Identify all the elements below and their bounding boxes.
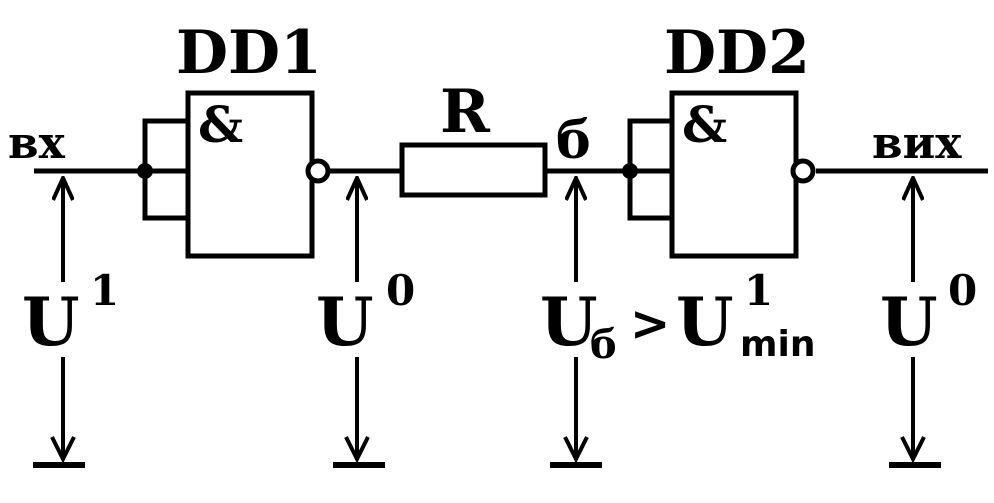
gate-dd2-label: DD2 bbox=[664, 18, 810, 88]
arrowhead-u-out-down bbox=[900, 436, 926, 464]
u-mid-sup: 0 bbox=[386, 266, 415, 315]
arrowhead-u-in-down bbox=[50, 436, 76, 464]
u-out-base: U bbox=[880, 283, 938, 361]
arrowhead-u-mid-down bbox=[344, 436, 370, 464]
u-in-sup: 1 bbox=[90, 266, 119, 315]
u-mid-base: U bbox=[316, 283, 374, 361]
u-min-base: U bbox=[676, 283, 734, 361]
u-out-label: U 0 bbox=[880, 266, 977, 361]
measurement-arrows bbox=[63, 178, 913, 282]
u-min-sub: min bbox=[740, 324, 815, 365]
dd2-inverter-bubble bbox=[790, 158, 816, 184]
u-in-base: U bbox=[22, 283, 80, 361]
resistor-label: R bbox=[440, 77, 491, 147]
u-compare-sign: > bbox=[630, 296, 670, 352]
u-b-label: U б > U 1 min bbox=[540, 266, 815, 368]
u-min-sup: 1 bbox=[744, 266, 773, 315]
dd1-junction-dot bbox=[137, 163, 153, 179]
arrowhead-u-b-down bbox=[563, 436, 589, 464]
dd2-junction-dot bbox=[622, 163, 638, 179]
u-b-base: U bbox=[540, 283, 598, 361]
ground-arrows bbox=[50, 357, 926, 464]
gate-dd1 bbox=[185, 90, 315, 259]
input-label: вх bbox=[8, 118, 66, 169]
dd1-inverter-bubble bbox=[305, 158, 331, 184]
u-b-sub: б bbox=[590, 321, 617, 368]
u-out-sup: 0 bbox=[948, 266, 977, 315]
gate-dd2-and-symbol: & bbox=[682, 95, 727, 154]
u-in-label: U 1 bbox=[22, 266, 119, 361]
gate-dd1-label: DD1 bbox=[176, 18, 322, 88]
u-mid-label: U 0 bbox=[316, 266, 415, 361]
output-label: вих bbox=[872, 118, 962, 169]
gate-dd1-and-symbol: & bbox=[198, 95, 243, 154]
node-b-label: б bbox=[556, 110, 591, 171]
resistor-r bbox=[399, 142, 548, 198]
